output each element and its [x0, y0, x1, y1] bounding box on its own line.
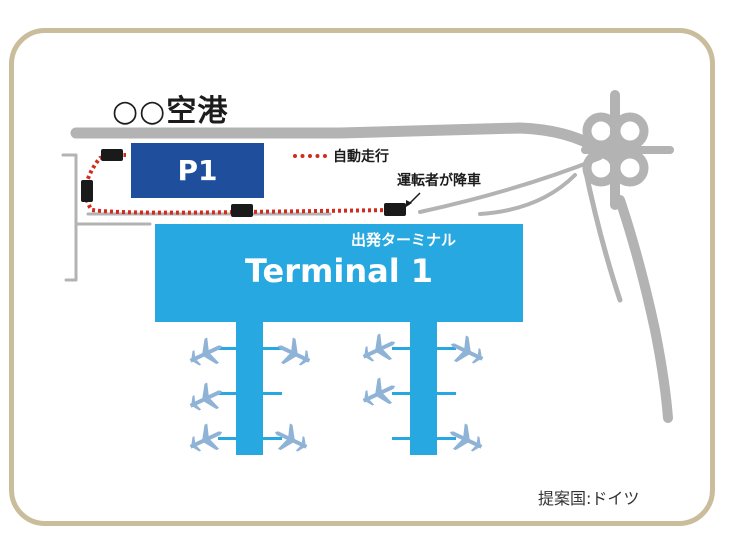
car-icon	[231, 204, 253, 217]
airplane-icon	[362, 377, 396, 406]
terminal-label-jp: 出発ターミナル	[351, 231, 457, 249]
car-icon	[101, 149, 123, 161]
parking-lot-p1: P1	[131, 143, 264, 198]
airplane-icon	[189, 337, 223, 366]
car-icon	[384, 203, 406, 216]
branch-road	[582, 165, 623, 303]
pointer-arrowhead	[406, 200, 412, 207]
airplane-icon	[274, 423, 308, 452]
terminal-building: 出発ターミナル Terminal 1	[155, 224, 523, 322]
proposer-label: 提案国:ドイツ	[538, 489, 640, 508]
route-legend-swatch	[293, 154, 327, 158]
terminal-access-road	[478, 173, 577, 216]
roads	[61, 90, 674, 423]
piers	[218, 322, 456, 455]
airport-title: ○○空港	[112, 94, 229, 129]
route-legend-label: 自動走行	[333, 149, 389, 165]
airplanes	[189, 333, 484, 452]
airplane-icon	[449, 423, 483, 452]
pier	[410, 322, 437, 455]
terminal-label-en: Terminal 1	[244, 252, 434, 290]
side-road	[61, 153, 78, 282]
airplane-icon	[189, 423, 223, 452]
cars	[81, 149, 406, 217]
terminal-access-road	[418, 156, 602, 214]
automated-route	[83, 153, 396, 215]
airplane-icon	[277, 337, 311, 366]
airplane-icon	[450, 335, 484, 364]
cloverleaf-loop	[611, 149, 649, 187]
airplane-icon	[189, 382, 223, 411]
route-legend: 自動走行	[293, 146, 389, 166]
dropoff-label: 運転者が降車	[397, 173, 481, 189]
exit-road	[615, 195, 673, 423]
airplane-icon	[362, 333, 396, 362]
pier	[236, 322, 263, 455]
main-highway	[70, 122, 606, 156]
car-icon	[81, 180, 93, 202]
cloverleaf-loop	[611, 112, 649, 150]
